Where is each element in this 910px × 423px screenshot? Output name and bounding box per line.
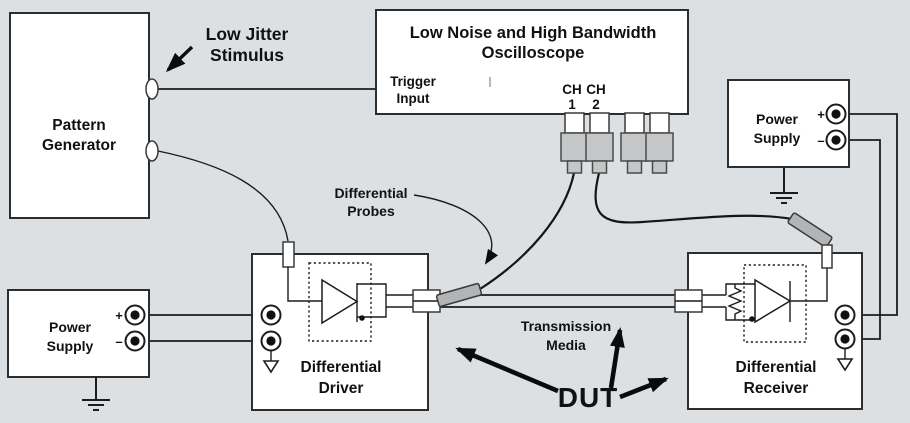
receiver-inversion-dot: [749, 316, 755, 322]
dut-label: DUT: [558, 382, 619, 413]
ch1-header-label: CH: [562, 82, 582, 97]
dut-arrow-receiver: [619, 376, 669, 400]
ch2-number-label: 2: [592, 97, 600, 112]
power-supply-right-ground-symbol: [770, 167, 798, 204]
oscilloscope-block: Low Noise and High Bandwidth Oscilloscop…: [375, 9, 689, 115]
pattern-generator-output2-connector: [145, 140, 159, 162]
bnc-connector-ch2: [585, 112, 614, 174]
power-supply-right-label-line2: Supply: [754, 130, 801, 146]
power-supply-left-plus-sign: +: [115, 308, 123, 323]
differential-probes-annotation: Differential Probes: [334, 185, 499, 265]
supply-right-minus-wire: [846, 139, 881, 340]
power-supply-right-minus-sign: –: [817, 133, 824, 148]
power-supply-left-label-line2: Supply: [47, 338, 94, 354]
trigger-input-label-line2: Input: [397, 91, 430, 106]
differential-probes-label-line1: Differential: [334, 185, 407, 201]
power-supply-right-block: Power Supply + –: [727, 79, 850, 204]
oscilloscope-box: [375, 9, 689, 115]
power-supply-left-minus-sign: –: [115, 334, 122, 349]
pattern-generator-block: Pattern Generator: [9, 12, 159, 219]
ch1-probe-cable: [479, 172, 576, 290]
pattern-generator-label-line1: Pattern: [52, 117, 105, 134]
power-supply-right-plus-sign: +: [817, 107, 825, 122]
driver-ground-arrow: [262, 360, 280, 374]
bnc-connector-ch1: [560, 112, 589, 174]
differential-receiver-box: [687, 252, 863, 410]
differential-receiver-block: Differential Receiver: [687, 252, 863, 410]
transmission-media-label-line2: Media: [546, 337, 586, 353]
receiver-termination-resistor: [727, 284, 743, 320]
pattern-generator-output1-connector: [145, 78, 159, 100]
probe-2-tip-connector: [821, 244, 833, 269]
power-supply-left-label-line1: Power: [49, 319, 92, 335]
driver-input-connector: [282, 241, 295, 268]
trigger-input-label-line1: Trigger: [390, 74, 437, 89]
differential-probe-2: [787, 212, 833, 269]
oscilloscope-title-line2: Oscilloscope: [482, 44, 585, 62]
differential-driver-block: Differential Driver: [251, 241, 441, 411]
transmission-media-label-line1: Transmission: [521, 318, 611, 334]
ch2-header-label: CH: [586, 82, 606, 97]
dut-arrow-transmission: [608, 327, 625, 389]
differential-receiver-label-line2: Receiver: [744, 380, 809, 397]
low-jitter-stimulus-label-line1: Low Jitter: [206, 24, 289, 44]
driver-inversion-dot: [359, 315, 365, 321]
ch1-number-label: 1: [568, 97, 576, 112]
scope-channel-connectors: [560, 112, 674, 174]
pattern-generator-label-line2: Generator: [42, 137, 116, 154]
receiver-ground-arrow: [836, 358, 854, 372]
power-supply-right-label-line1: Power: [756, 111, 799, 127]
differential-driver-box: [251, 253, 429, 411]
receiver-amplifier-symbol: [702, 264, 828, 343]
differential-driver-label-line2: Driver: [319, 380, 364, 397]
bnc-connector-4: [645, 112, 674, 174]
low-jitter-stimulus-label-line2: Stimulus: [210, 45, 284, 65]
power-supply-left-block: Power Supply + –: [7, 289, 150, 411]
pattern-generator-box: [9, 12, 150, 219]
low-jitter-stimulus-arrow: [165, 45, 194, 73]
power-supply-right-box: [727, 79, 850, 168]
differential-probes-label-line2: Probes: [347, 203, 395, 219]
power-supply-left-ground-symbol: [82, 377, 110, 411]
differential-driver-label-line1: Differential: [301, 359, 382, 376]
dut-arrow-driver: [455, 346, 559, 394]
dut-annotation: DUT: [455, 327, 669, 413]
differential-receiver-label-line1: Differential: [736, 359, 817, 376]
oscilloscope-title-line1: Low Noise and High Bandwidth: [410, 24, 657, 42]
transmission-media-annotation: Transmission Media: [521, 318, 611, 353]
ch2-probe-cable: [594, 172, 793, 224]
differential-probes-arrow: [413, 194, 499, 265]
low-jitter-stimulus-annotation: Low Jitter Stimulus: [165, 24, 289, 73]
stimulus-cable: [157, 150, 289, 242]
power-supply-left-box: [7, 289, 150, 378]
supply-right-plus-wire: [846, 113, 898, 316]
bnc-connector-3: [620, 112, 649, 174]
differential-probe-1: [435, 282, 483, 308]
driver-amplifier-symbol: [287, 262, 414, 342]
